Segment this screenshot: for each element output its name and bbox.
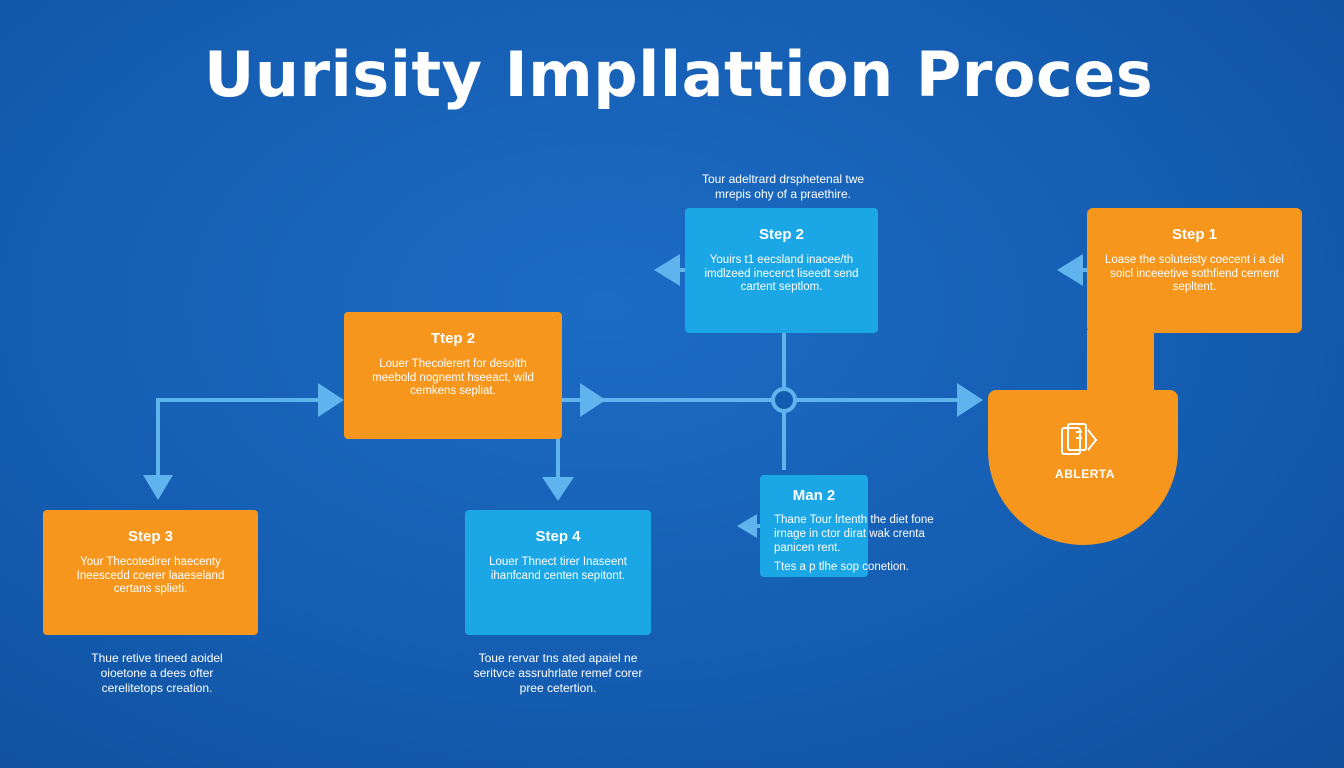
man-2-text: Thane Tour lrtenth the diet fone irnage … xyxy=(774,514,934,554)
alerta-connector xyxy=(1087,330,1154,394)
step-4-text: Louer Thnect tirer Inaseent ihanfcand ce… xyxy=(489,556,627,582)
arrow-left-step2-top xyxy=(654,254,680,286)
note-step-4: Toue rervar tns ated apaiel ne seritvce … xyxy=(473,651,643,695)
step-1-box: Step 1 Loase the soluteisty coecent i a … xyxy=(1087,208,1302,333)
note-step-3: Thue retive tineed aoidel oioetone a dee… xyxy=(91,651,223,695)
step-4-title: Step 4 xyxy=(535,528,581,545)
note-top: Tour adeltrard drsphetenal twe mrepis oh… xyxy=(701,172,865,201)
step-3-title: Step 3 xyxy=(127,528,173,545)
step-3-box: Step 3 Your Thecotedirer haecenty Ineesc… xyxy=(43,510,258,635)
arrow-down-step4 xyxy=(542,477,574,501)
tep-2-box: Ttep 2 Louer Thecolerert for desolth mee… xyxy=(344,312,562,439)
step-2-top-title: Step 2 xyxy=(758,226,804,243)
arrow-right-mid xyxy=(580,383,606,417)
diagram-title: Uurisity Impllattion Proces xyxy=(204,38,1154,111)
alerta-label: ABLERTA xyxy=(1055,467,1115,481)
arrow-right-tep2 xyxy=(318,383,344,417)
arrow-down-step3 xyxy=(143,475,173,500)
step-4-box: Step 4 Louer Thnect tirer Inaseent ihanf… xyxy=(465,510,651,635)
arrow-left-step1 xyxy=(1057,254,1083,286)
junction-node xyxy=(771,387,797,413)
arrow-left-man2 xyxy=(737,514,757,538)
man-2-extra: Ttes a p tlhe sop conetion. xyxy=(774,561,909,573)
arrow-right-alerta xyxy=(957,383,983,417)
step-3-text: Your Thecotedirer haecenty Ineescedd coe… xyxy=(76,556,225,595)
step-1-title: Step 1 xyxy=(1171,226,1217,243)
step-2-top-text: Youirs t1 eecsland inacee/th imdlzeed in… xyxy=(704,254,859,293)
book-arrow-icon xyxy=(1061,423,1098,455)
step-1-text: Loase the soluteisty coecent i a del soi… xyxy=(1104,254,1284,293)
man-2-box: Man 2 Thane Tour lrtenth the diet fone i… xyxy=(760,475,934,577)
tep-2-text: Louer Thecolerert for desolth meebold no… xyxy=(372,358,534,397)
alerta-shape xyxy=(988,390,1178,545)
step-2-top-box: Step 2 Youirs t1 eecsland inacee/th imdl… xyxy=(685,208,878,333)
man-2-title: Man 2 xyxy=(792,487,836,504)
tep-2-title: Ttep 2 xyxy=(430,330,476,347)
